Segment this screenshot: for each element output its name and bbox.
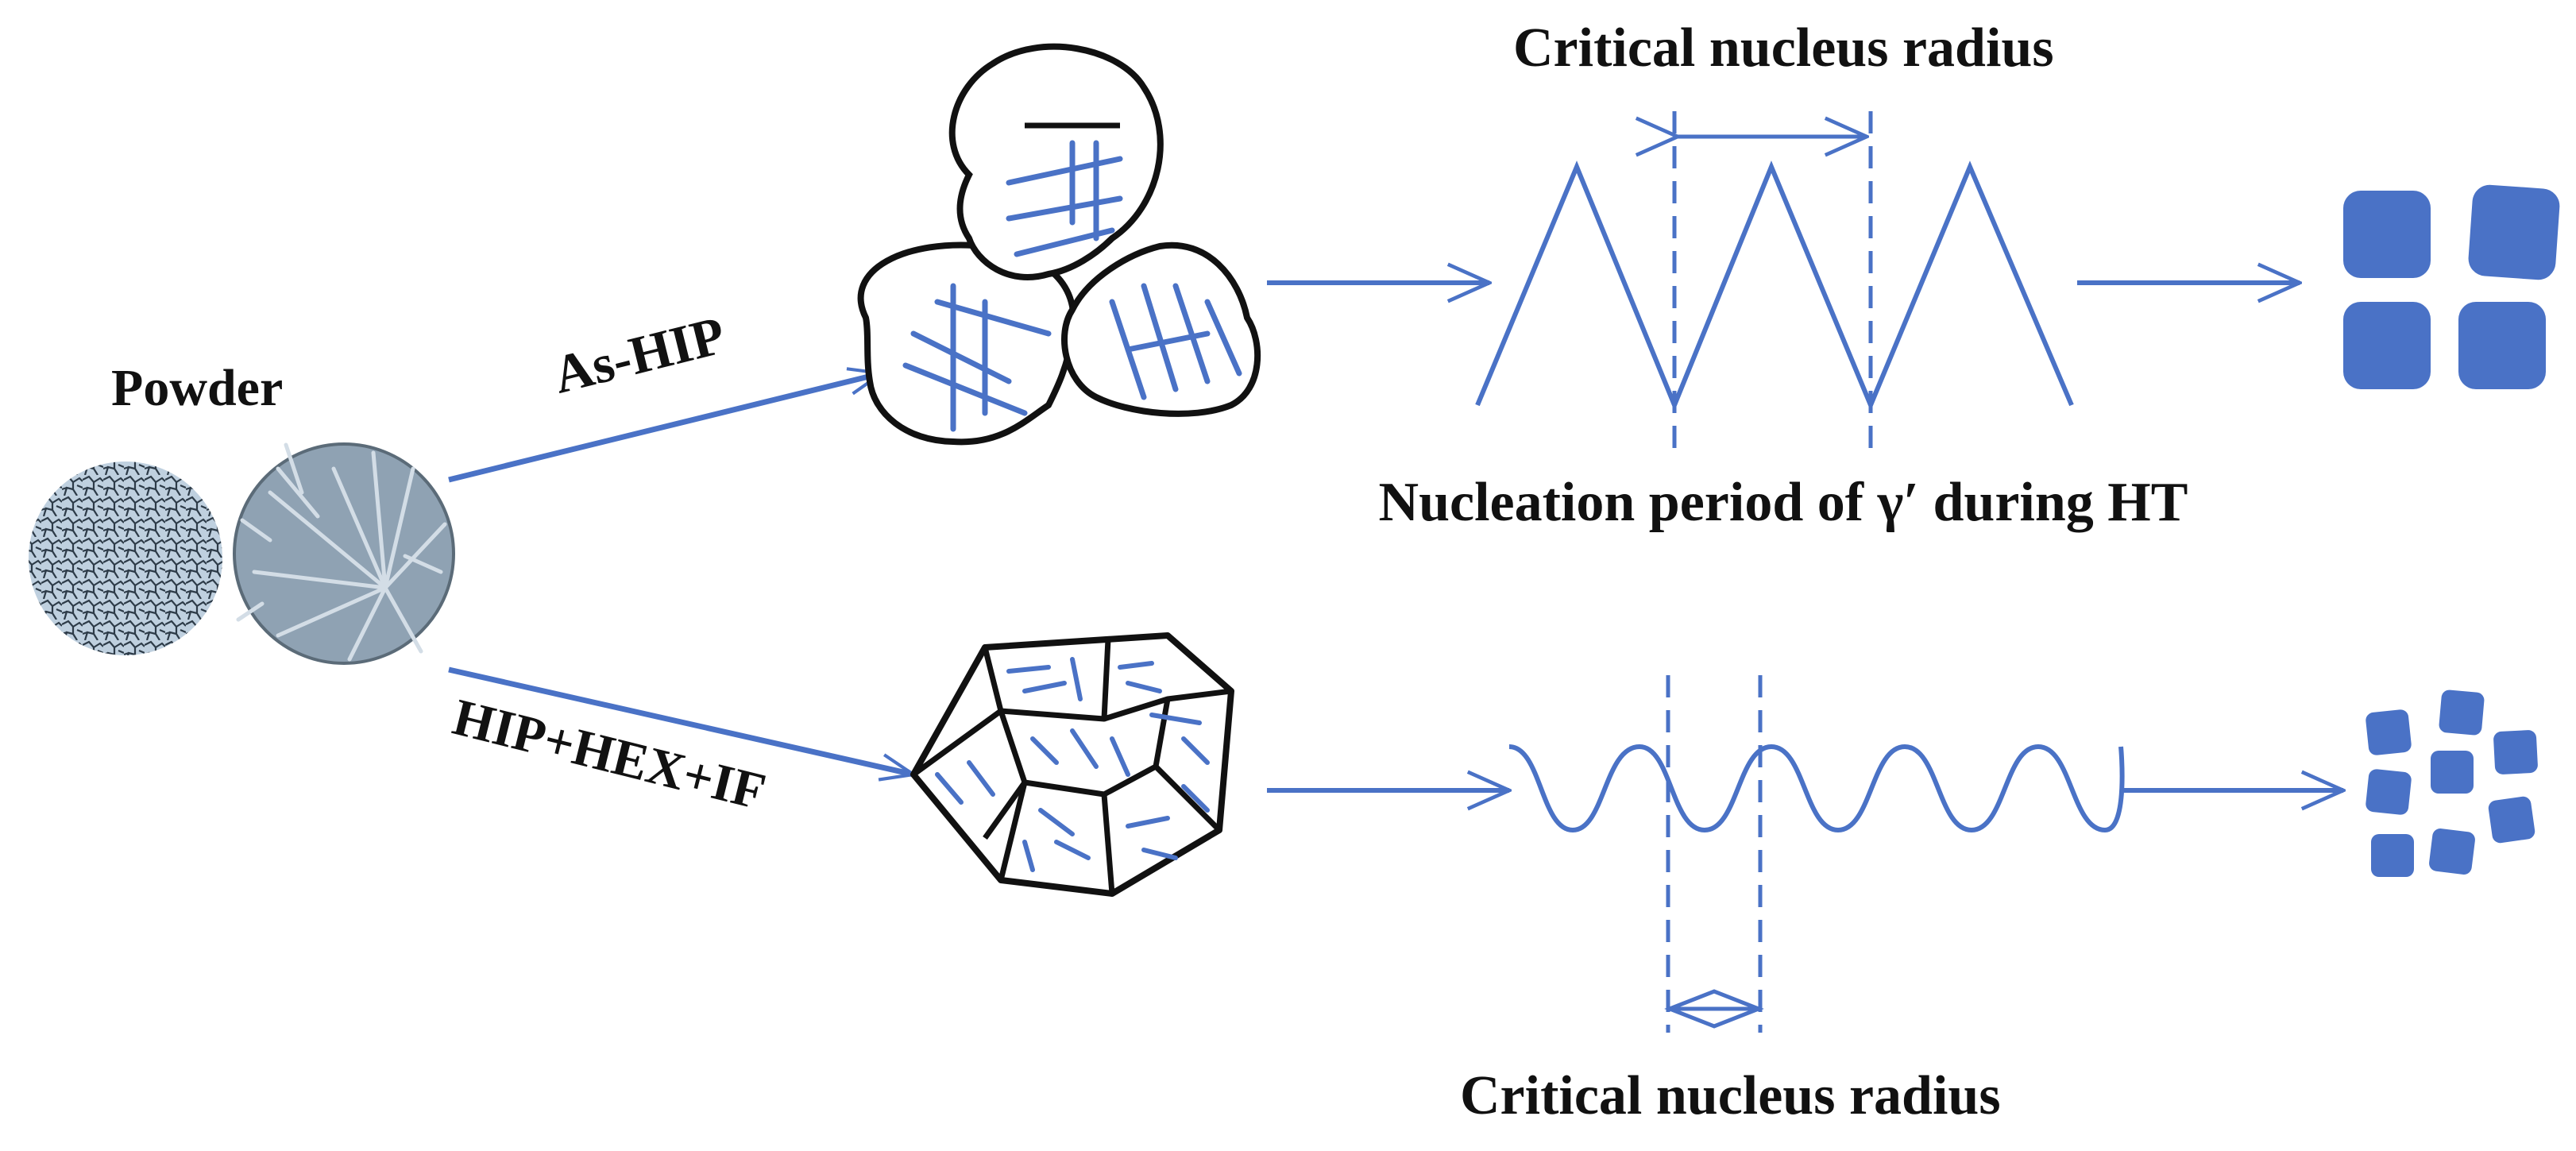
critical-radius-label-bottom: Critical nucleus radius <box>1460 1065 2001 1126</box>
coarse-grain-icon <box>857 43 1261 446</box>
powder-label: Powder <box>111 359 284 417</box>
powder-fine-particle-icon <box>29 462 222 655</box>
route-top-arrow <box>448 373 882 483</box>
fine-gamma-prime-icon <box>2366 689 2538 877</box>
coarse-gamma-prime-icon <box>2343 184 2560 389</box>
fine-grain-icon <box>910 632 1234 897</box>
nucleation-period-label: Nucleation period of γ′ during HT <box>1378 472 2188 533</box>
nucleation-wave-top <box>1475 111 2074 457</box>
powder-particles <box>29 442 455 665</box>
critical-radius-indicator-bottom <box>1664 989 1764 1029</box>
critical-radius-label-top: Critical nucleus radius <box>1513 17 2054 79</box>
route-bottom-arrow <box>448 666 913 774</box>
nucleation-wave-bottom <box>1508 675 2125 1033</box>
powder-dendritic-particle-icon <box>233 442 455 665</box>
route-arrows <box>448 373 913 774</box>
